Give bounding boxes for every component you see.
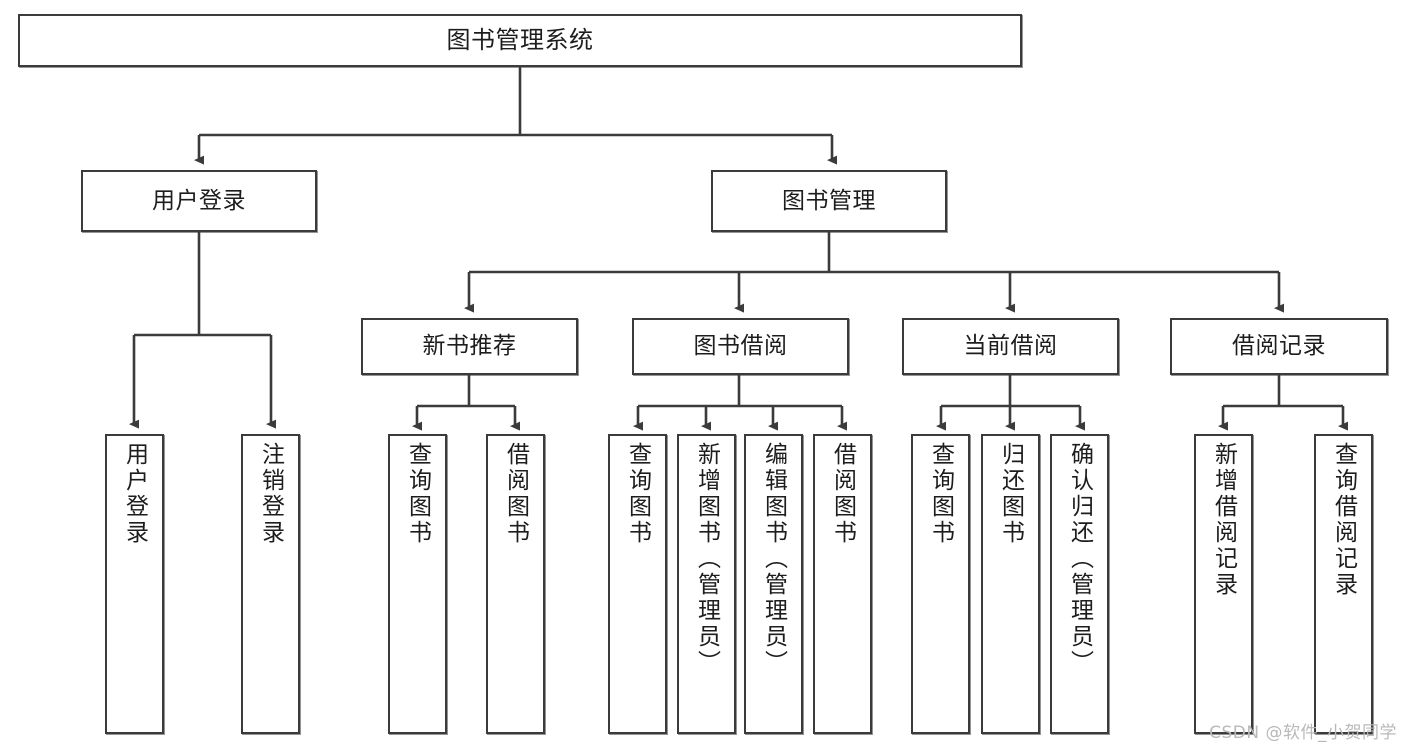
leaf-label: 借阅图书 bbox=[502, 442, 529, 546]
node-user-login-label: 用户登录 bbox=[152, 187, 246, 214]
leaf-current-borrow-confirm[interactable]: 确认归还（管理员） bbox=[1050, 434, 1109, 734]
node-book-management-label: 图书管理 bbox=[782, 187, 876, 214]
node-book-management[interactable]: 图书管理 bbox=[711, 170, 947, 232]
leaf-book-borrow-edit[interactable]: 编辑图书（管理员） bbox=[744, 434, 803, 734]
leaf-label: 查询借阅记录 bbox=[1330, 442, 1357, 598]
leaf-label: 用户登录 bbox=[121, 442, 148, 546]
leaf-label: 查询图书 bbox=[404, 442, 431, 546]
leaf-borrow-record-add[interactable]: 新增借阅记录 bbox=[1194, 434, 1253, 734]
leaf-label: 注销登录 bbox=[257, 442, 284, 546]
leaf-label: 编辑图书（管理员） bbox=[760, 442, 787, 676]
leaf-user-login-logout[interactable]: 注销登录 bbox=[241, 434, 300, 734]
leaf-new-book-borrow[interactable]: 借阅图书 bbox=[486, 434, 545, 734]
node-book-borrow[interactable]: 图书借阅 bbox=[632, 318, 849, 375]
node-new-book-recommend[interactable]: 新书推荐 bbox=[361, 318, 578, 375]
node-new-book-recommend-label: 新书推荐 bbox=[422, 333, 517, 360]
node-borrow-record[interactable]: 借阅记录 bbox=[1170, 318, 1388, 375]
leaf-label: 新增图书（管理员） bbox=[693, 442, 720, 676]
node-user-login[interactable]: 用户登录 bbox=[81, 170, 317, 232]
leaf-book-borrow-query[interactable]: 查询图书 bbox=[608, 434, 667, 734]
node-current-borrow-label: 当前借阅 bbox=[963, 333, 1058, 360]
leaf-current-borrow-return[interactable]: 归还图书 bbox=[981, 434, 1040, 734]
leaf-current-borrow-query[interactable]: 查询图书 bbox=[911, 434, 970, 734]
node-borrow-record-label: 借阅记录 bbox=[1232, 333, 1326, 360]
leaf-label: 查询图书 bbox=[624, 442, 651, 546]
node-current-borrow[interactable]: 当前借阅 bbox=[902, 318, 1119, 375]
leaf-book-borrow-add[interactable]: 新增图书（管理员） bbox=[677, 434, 736, 734]
node-root[interactable]: 图书管理系统 bbox=[18, 14, 1022, 67]
leaf-book-borrow-borrow[interactable]: 借阅图书 bbox=[813, 434, 872, 734]
leaf-user-login-login[interactable]: 用户登录 bbox=[105, 434, 164, 734]
node-root-label: 图书管理系统 bbox=[446, 25, 594, 54]
leaf-borrow-record-query[interactable]: 查询借阅记录 bbox=[1314, 434, 1373, 734]
leaf-label: 借阅图书 bbox=[829, 442, 856, 546]
csdn-watermark: CSDN @软件_小贺同学 bbox=[1209, 723, 1397, 743]
leaf-new-book-query[interactable]: 查询图书 bbox=[388, 434, 447, 734]
leaf-label: 新增借阅记录 bbox=[1210, 442, 1237, 598]
node-book-borrow-label: 图书借阅 bbox=[693, 333, 788, 360]
leaf-label: 确认归还（管理员） bbox=[1066, 442, 1093, 676]
leaf-label: 归还图书 bbox=[997, 442, 1024, 546]
leaf-label: 查询图书 bbox=[927, 442, 954, 546]
